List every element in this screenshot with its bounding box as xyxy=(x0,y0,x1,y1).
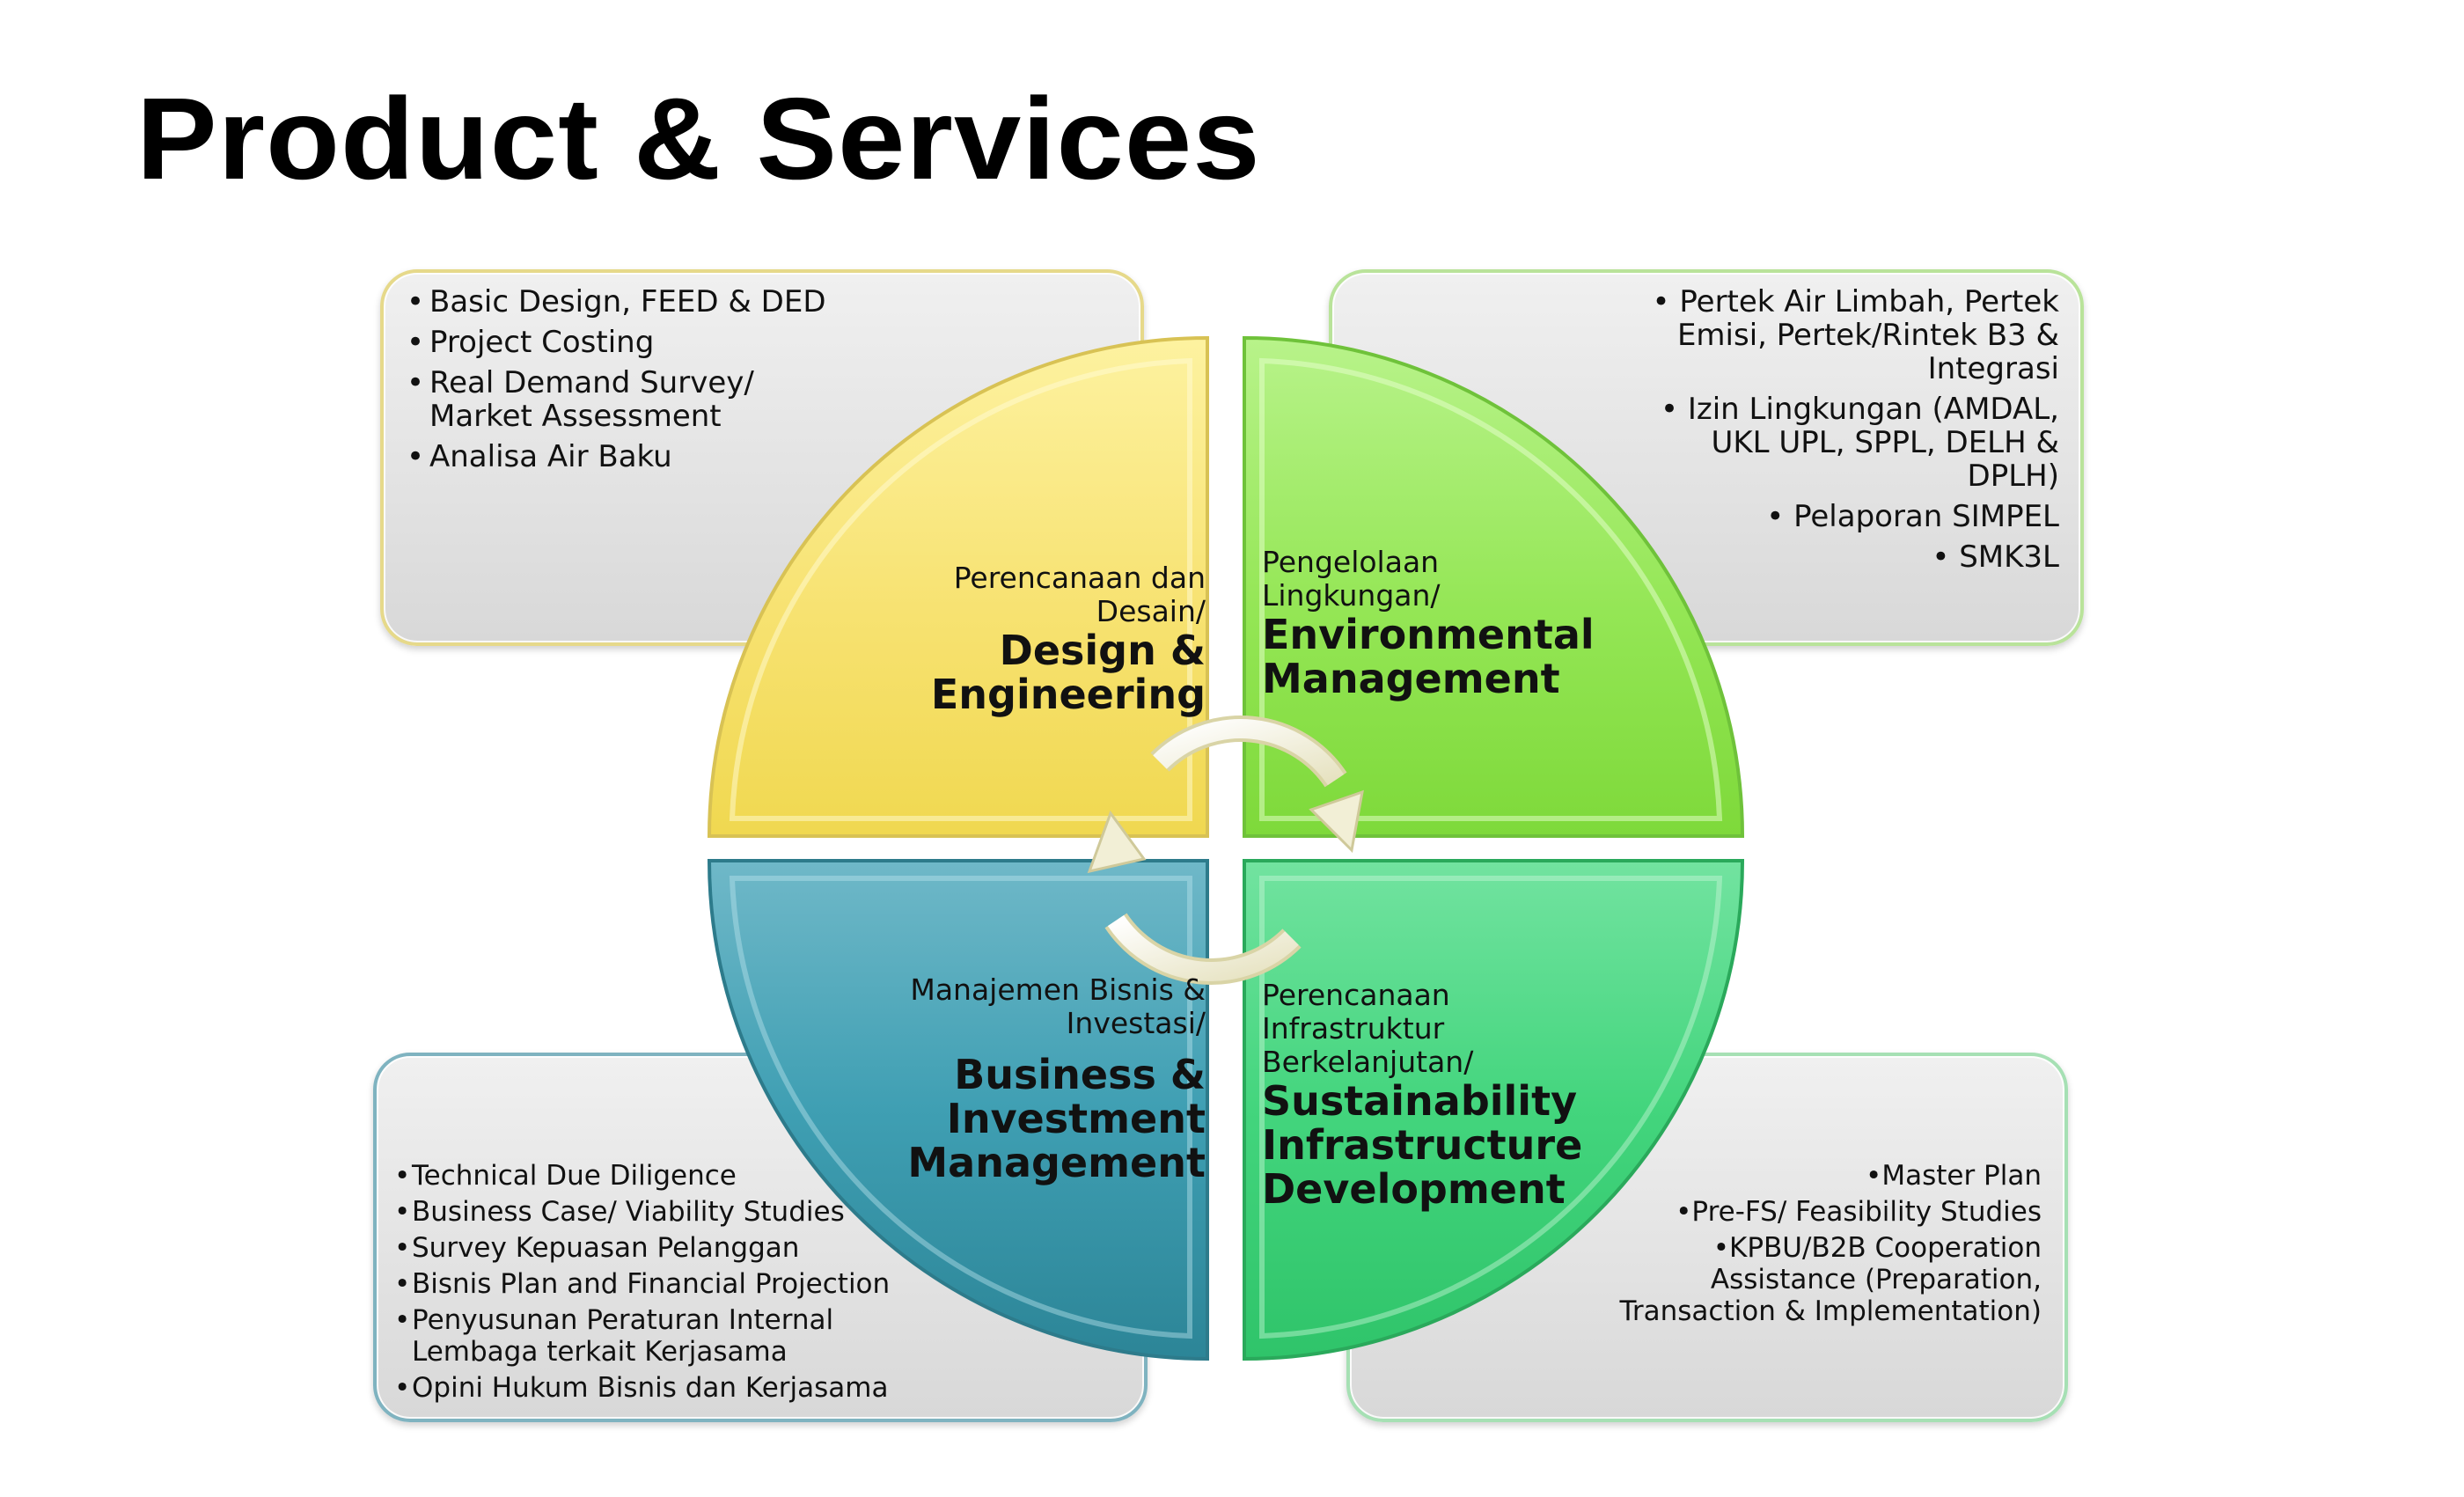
list-item: •Project Costing xyxy=(407,325,655,360)
design-quadrant xyxy=(707,335,1209,838)
environment-label-big-2: Management xyxy=(1262,655,1560,702)
list-item: •Opini Hukum Bisnis dan Kerjasama xyxy=(394,1372,889,1404)
environment-services-list: • Pertek Air Limbah, Pertek Emisi, Perte… xyxy=(1514,285,2059,581)
design-label-big-2: Engineering xyxy=(930,671,1206,718)
design-quadrant-label: Perencanaan dan Desain/ Design & Enginee… xyxy=(871,561,1206,718)
business-quadrant xyxy=(707,859,1209,1361)
business-label-big-1: Business & xyxy=(954,1051,1206,1098)
business-label-big-3: Management xyxy=(907,1139,1206,1186)
design-label-small: Perencanaan dan Desain/ xyxy=(953,561,1206,628)
business-label-small-1: Manajemen Bisnis & xyxy=(910,972,1206,1007)
environment-quadrant-label: Pengelolaan Lingkungan/ Environmental Ma… xyxy=(1262,546,1632,701)
sustainability-quadrant xyxy=(1243,859,1745,1361)
list-item: • SMK3L xyxy=(1932,539,2059,575)
list-item: •KPBU/B2B Cooperation Assistance (Prepar… xyxy=(1619,1232,2042,1327)
list-item: •Technical Due Diligence xyxy=(394,1160,737,1192)
list-item: •Master Plan xyxy=(1866,1160,2042,1192)
list-item: •Pre-FS/ Feasibility Studies xyxy=(1676,1196,2042,1228)
circular-arrows-icon xyxy=(1087,715,1364,985)
environment-label-small-2: Lingkungan/ xyxy=(1262,578,1441,613)
sustainability-label-small-1: Perencanaan xyxy=(1262,978,1450,1012)
sustainability-services-list: •Master Plan •Pre-FS/ Feasibility Studie… xyxy=(1514,1160,2042,1332)
environment-quadrant xyxy=(1243,335,1745,838)
business-services-list: •Technical Due Diligence •Business Case/… xyxy=(394,1160,957,1408)
environment-label-big-1: Environmental xyxy=(1262,611,1595,658)
list-item: •Penyusunan Peraturan Internal Lembaga t… xyxy=(394,1304,834,1368)
sustainability-label-small-3: Berkelanjutan/ xyxy=(1262,1045,1474,1079)
list-item: •Basic Design, FEED & DED xyxy=(407,284,826,319)
sustainability-label-big-3: Development xyxy=(1262,1165,1566,1213)
list-item: •Survey Kepuasan Pelanggan xyxy=(394,1232,800,1264)
sustainability-label-big-1: Sustainability xyxy=(1262,1077,1578,1125)
design-services-list: •Basic Design, FEED & DED •Project Costi… xyxy=(407,285,899,481)
environment-label-small-1: Pengelolaan xyxy=(1262,545,1440,579)
design-label-big-1: Design & xyxy=(999,627,1206,674)
sustainability-label-small-2: Infrastruktur xyxy=(1262,1011,1445,1046)
business-label-big-2: Investment xyxy=(946,1095,1206,1142)
list-item: • Izin Lingkungan (AMDAL, UKL UPL, SPPL,… xyxy=(1660,392,2059,494)
sustainability-label-big-2: Infrastructure xyxy=(1262,1121,1583,1169)
list-item: • Pertek Air Limbah, Pertek Emisi, Perte… xyxy=(1652,284,2059,386)
sustainability-quadrant-label: Perencanaan Infrastruktur Berkelanjutan/… xyxy=(1262,978,1632,1213)
list-item: •Analisa Air Baku xyxy=(407,439,672,474)
list-item: •Real Demand Survey/ Market Assessment xyxy=(407,365,754,434)
list-item: • Pelaporan SIMPEL xyxy=(1766,499,2059,534)
list-item: •Business Case/ Viability Studies xyxy=(394,1196,845,1228)
list-item: •Bisnis Plan and Financial Projection xyxy=(394,1268,891,1300)
page-title: Product & Services xyxy=(136,74,1261,203)
business-quadrant-label: Manajemen Bisnis & Investasi/ Business &… xyxy=(836,973,1206,1185)
business-label-small-2: Investasi/ xyxy=(1066,1006,1206,1040)
